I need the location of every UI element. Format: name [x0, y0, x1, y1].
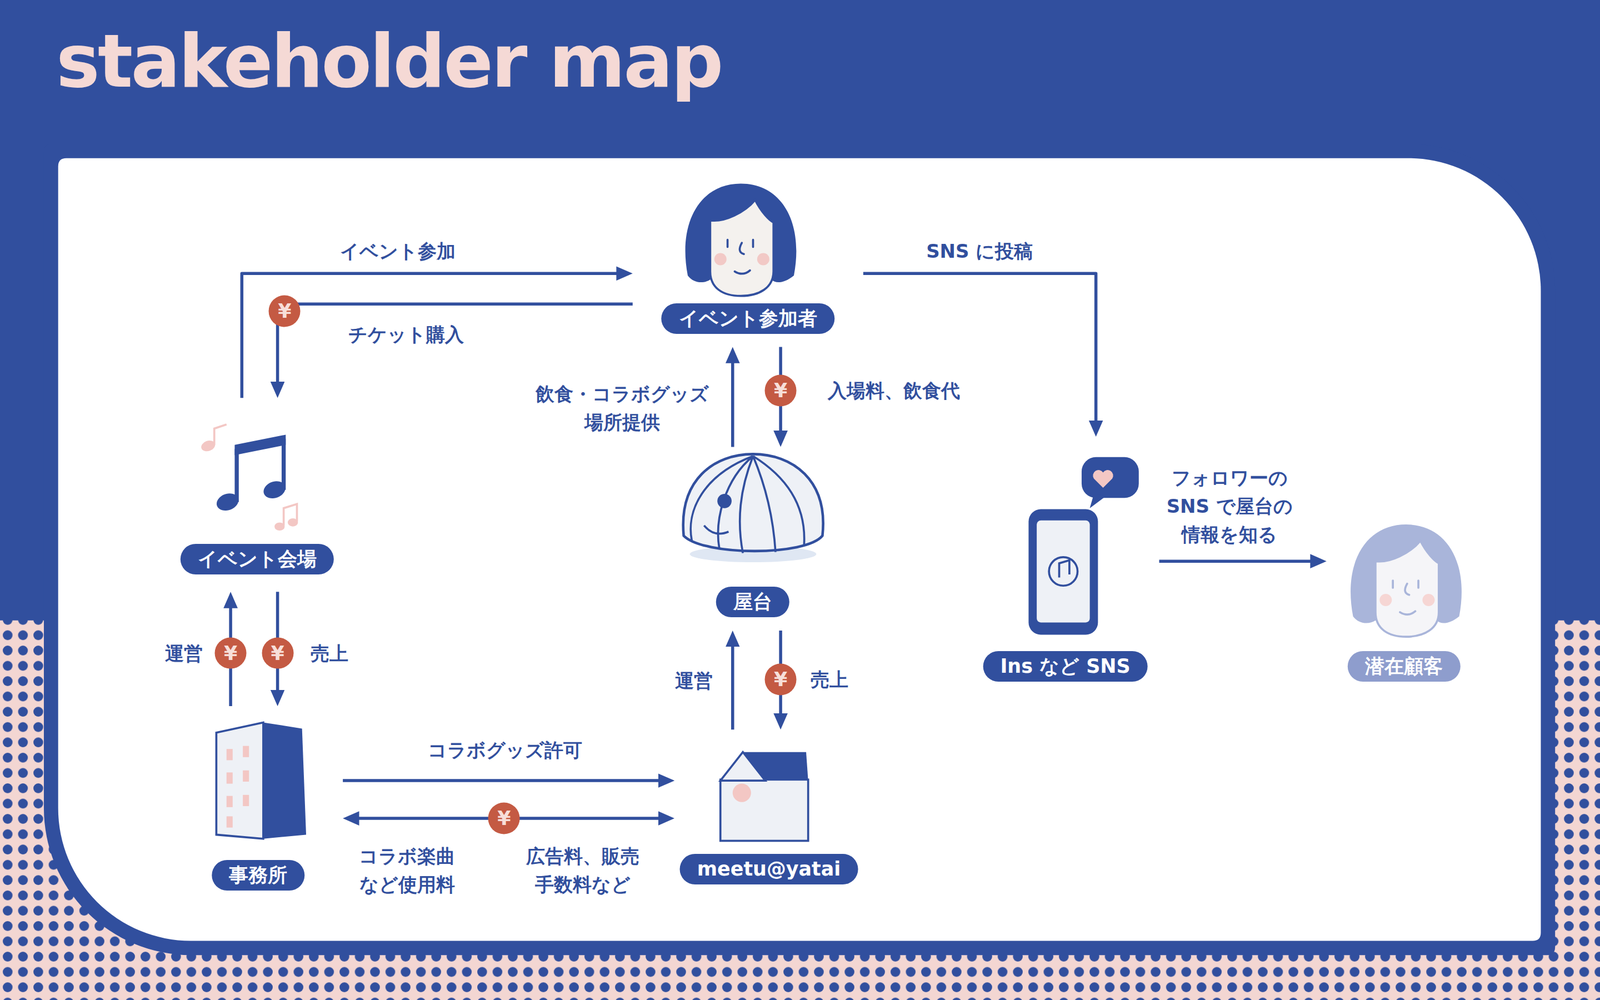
office-building-illustration	[216, 722, 307, 839]
edge-label: チケット購入	[348, 320, 464, 349]
cheek	[714, 253, 727, 266]
window	[226, 748, 233, 760]
house-gable	[720, 752, 766, 781]
edge-label: 売上	[310, 638, 349, 668]
edge-label: 運営	[675, 666, 713, 695]
stakeholder-node: 潜在顧客	[1326, 520, 1482, 684]
flow-arrow	[241, 273, 625, 398]
dome-logo	[717, 493, 732, 509]
flow-arrow	[863, 273, 1097, 429]
stakeholder-node: meetu@yatai	[674, 729, 864, 886]
face	[710, 200, 774, 297]
cheek	[1422, 593, 1435, 607]
map-title: stakeholder map	[56, 24, 722, 98]
note-beam	[234, 434, 286, 455]
window	[242, 770, 249, 782]
edge-label: コラボ楽曲 など使用料	[351, 842, 464, 899]
note-head	[214, 490, 242, 514]
app-icon	[1059, 560, 1070, 578]
edge-label: 飲食・コラボグッズ 場所提供	[528, 380, 718, 437]
flow-arrow	[342, 778, 667, 783]
money-badge: ¥	[215, 637, 247, 669]
phone-screen	[1036, 520, 1090, 623]
flow-arrow	[277, 303, 633, 390]
node-label-pill: Ins など SNS	[982, 651, 1148, 682]
node-label-pill: イベント参加者	[661, 303, 835, 334]
phone-body	[1028, 509, 1098, 635]
edge-label: イベント参加	[340, 236, 456, 265]
node-label-pill: 事務所	[211, 860, 305, 891]
cheek	[1379, 593, 1392, 607]
flow-note: 広告料、販売 手数料など	[518, 842, 647, 899]
flow-arrow	[1159, 559, 1319, 563]
window	[226, 816, 233, 828]
participant-illustration	[685, 183, 797, 297]
edge-label: 売上	[810, 665, 849, 694]
window	[226, 796, 233, 808]
flow-arrow	[731, 638, 735, 730]
music-note-illustration	[199, 424, 298, 531]
edge-label: 運営	[165, 638, 203, 668]
house-illustration	[720, 752, 809, 842]
stakeholder-node: イベント会場	[181, 397, 333, 592]
phone-illustration	[1028, 457, 1139, 635]
heart	[1092, 470, 1113, 488]
face	[1375, 540, 1439, 637]
dome-smile	[703, 525, 729, 534]
window	[226, 772, 233, 784]
house-body	[720, 779, 809, 841]
dome-rib	[690, 456, 804, 553]
app-icon	[1048, 557, 1078, 586]
building-side	[263, 722, 307, 839]
node-label-pill: 屋台	[715, 586, 789, 618]
potential-customer-illustration	[1350, 524, 1462, 637]
building-front	[216, 722, 263, 839]
node-label-pill: 潜在顧客	[1347, 651, 1460, 682]
edge-label: SNS に投稿	[926, 236, 1033, 265]
window	[242, 746, 249, 758]
yatai-dome-illustration	[683, 453, 824, 563]
cheek	[757, 253, 770, 266]
house-roof	[720, 752, 809, 781]
money-badge: ¥	[488, 802, 520, 835]
edge-label: フォロワーの SNS で屋台の 情報を知る	[1158, 463, 1302, 549]
like-bubble	[1090, 493, 1107, 509]
money-badge: ¥	[268, 295, 301, 328]
node-label-pill: meetu@yatai	[680, 853, 859, 885]
flow-arrow	[731, 355, 735, 447]
small-note	[214, 424, 227, 445]
edge-label: 入場料、飲食代	[827, 376, 960, 405]
node-label-pill: イベント会場	[180, 543, 334, 575]
edge-label: コラボグッズ許可	[427, 736, 583, 765]
stakeholder-node: イベント参加者	[632, 181, 864, 348]
money-badge: ¥	[261, 637, 294, 669]
small-note	[283, 503, 298, 526]
dome-body	[683, 453, 824, 551]
like-bubble	[1081, 457, 1139, 498]
money-badge: ¥	[765, 375, 797, 407]
note-head	[261, 478, 288, 502]
window	[242, 795, 249, 807]
money-badge: ¥	[765, 663, 797, 696]
stakeholder-node: Ins など SNS	[971, 436, 1160, 684]
panel-frame	[43, 143, 1555, 955]
stakeholder-node: 屋台	[673, 446, 832, 631]
face-lines	[1392, 580, 1419, 615]
white-panel	[58, 158, 1542, 942]
face-lines	[727, 240, 754, 274]
house-window	[732, 783, 752, 803]
stakeholder-node: 事務所	[173, 706, 343, 893]
